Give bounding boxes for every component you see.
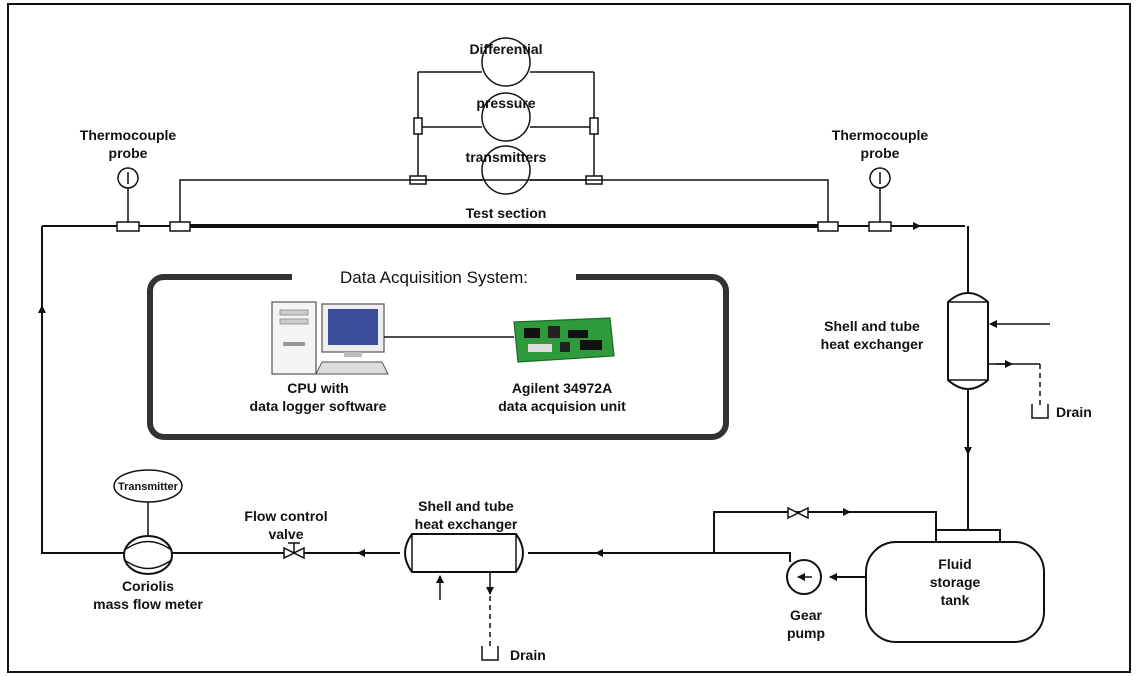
shell-tube-right-line2: heat exchanger [821,336,924,352]
shell-tube-heat-exchanger-right: Drain Shell and tube heat exchanger [821,226,1092,420]
differential-pressure-transmitters: Differential pressure transmitters [409,37,603,195]
shell-tube-bottom-line1: Shell and tube [418,498,514,514]
shell-tube-right-line1: Shell and tube [824,318,920,334]
drain-bottom-label: Drain [510,647,546,663]
test-section-label: Test section [466,205,547,221]
transmitters-label: transmitters [466,149,547,165]
test-section-pipe: Test section [42,205,965,232]
daq-title: Data Acquisition System: [340,268,528,287]
coriolis-mass-flow-meter: Transmitter Coriolis mass flow meter [93,469,203,612]
shell-tube-heat-exchanger-bottom: Drain Shell and tube heat exchanger [404,498,546,663]
thermocouple-probe-left: Thermocouple probe [80,127,177,222]
dp-transmitter-top [481,37,531,87]
flow-control-valve: Flow control valve [244,508,328,560]
transmitter-head [113,469,183,503]
tank-label-line2: storage [930,574,981,590]
dp-transmitter-bottom [481,145,531,195]
daq-box [147,274,729,440]
pressure-tap-lines [179,179,829,224]
thermocouple-probe-right: Thermocouple probe [832,127,929,222]
dp-transmitter-middle [481,92,531,142]
agilent-label-line2: data acquision unit [498,398,626,414]
pump-label-line2: pump [787,625,825,641]
coriolis-line1: Coriolis [122,578,174,594]
cpu-label-line1: CPU with [287,380,348,396]
thermocouple-left-line1: Thermocouple [80,127,177,143]
bypass-line [713,506,937,553]
data-acquisition-system: Data Acquisition System: CPU with d [147,264,729,440]
thermocouple-right-line2: probe [861,145,900,161]
flow-valve-line2: valve [268,526,303,542]
cpu-computer-icon [271,301,389,375]
cpu-label-line2: data logger software [250,398,387,414]
differential-label: Differential [469,41,542,57]
left-riser-pipe [41,226,124,554]
flow-valve-line1: Flow control [244,508,327,524]
tank-label-line1: Fluid [938,556,971,572]
agilent-label-line1: Agilent 34972A [512,380,612,396]
thermocouple-left-line2: probe [109,145,148,161]
tank-label-line3: tank [941,592,970,608]
pressure-label: pressure [476,95,535,111]
coriolis-line2: mass flow meter [93,596,203,612]
figure-frame [7,3,1131,673]
agilent-board-icon [513,317,615,363]
fluid-storage-tank: Fluid storage tank [865,529,1045,643]
transmitter-label: Transmitter [118,481,179,493]
thermocouple-right-line1: Thermocouple [832,127,929,143]
pump-label-line1: Gear [790,607,822,623]
gear-pump: Gear pump [714,552,866,641]
drain-right-label: Drain [1056,404,1092,420]
shell-tube-bottom-line2: heat exchanger [415,516,518,532]
